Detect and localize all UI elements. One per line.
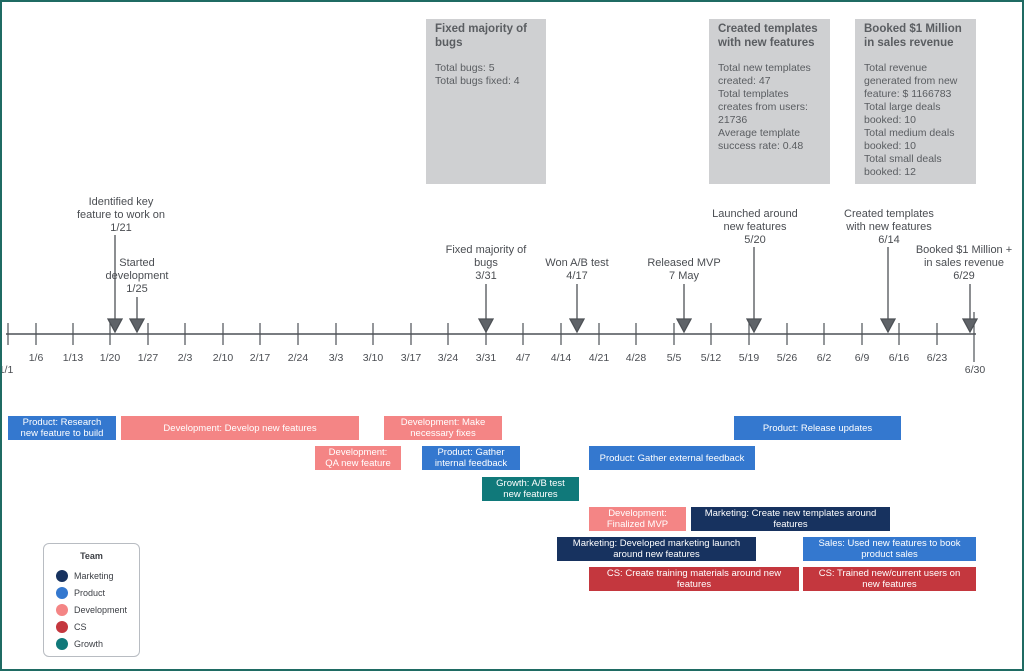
milestone-arrow-head	[106, 318, 124, 334]
milestone-arrow-head	[745, 318, 763, 334]
tick-label: 6/9	[854, 352, 870, 364]
legend-dot	[56, 587, 68, 599]
task-bar[interactable]: Marketing: Developed marketing launch ar…	[557, 537, 756, 561]
milestone-arrow-head	[477, 318, 495, 334]
tick-label: 6/16	[888, 352, 910, 364]
task-bar[interactable]: Development: Make necessary fixes	[384, 416, 502, 440]
legend-dot	[56, 621, 68, 633]
tick-label: 2/24	[287, 352, 309, 364]
task-bar[interactable]: Product: Release updates	[734, 416, 901, 440]
milestone-arrow-head	[675, 318, 693, 334]
task-bar[interactable]: Growth: A/B test new features	[482, 477, 579, 501]
tick-label: 1/20	[99, 352, 121, 364]
tick-label: 6/23	[926, 352, 948, 364]
task-bar[interactable]: CS: Trained new/current users on new fea…	[803, 567, 976, 591]
legend-label: Development	[74, 605, 128, 615]
tick-label: 3/31	[475, 352, 497, 364]
task-bar[interactable]: Product: Research new feature to build	[8, 416, 116, 440]
legend-item: CS	[56, 620, 87, 634]
legend-dot	[56, 638, 68, 650]
task-bar[interactable]: Development: QA new feature	[315, 446, 401, 470]
legend-item: Product	[56, 586, 105, 600]
tick-label: 1/1	[0, 364, 14, 376]
milestone-label: Started development 1/25	[105, 257, 169, 295]
milestone-arrow-head	[879, 318, 897, 334]
tick-label: 2/3	[177, 352, 193, 364]
legend-label: Marketing	[74, 571, 114, 581]
team-legend: Team Marketing Product Development CS Gr…	[43, 543, 140, 657]
tick-label: 4/28	[625, 352, 647, 364]
legend-dot	[56, 570, 68, 582]
legend-label: CS	[74, 622, 87, 632]
task-bar[interactable]: Product: Gather internal feedback	[422, 446, 520, 470]
tick-label: 6/30	[964, 364, 986, 376]
timeline-axis	[6, 235, 979, 362]
legend-dot	[56, 604, 68, 616]
milestone-label: Created templates with new features 6/14	[844, 208, 934, 246]
task-bar[interactable]: Development: Finalized MVP	[589, 507, 686, 531]
legend-item: Development	[56, 603, 127, 617]
note-title: Booked $1 Million in sales revenue	[864, 23, 962, 49]
tick-label: 3/10	[362, 352, 384, 364]
task-bar[interactable]: Development: Develop new features	[121, 416, 359, 440]
tick-label: 4/7	[515, 352, 531, 364]
tick-label: 4/21	[588, 352, 610, 364]
milestone-label: Fixed majority of bugs 3/31	[445, 244, 527, 282]
tick-label: 3/17	[400, 352, 422, 364]
milestone-label: Identified key feature to work on 1/21	[76, 196, 166, 234]
tick-label: 1/27	[137, 352, 159, 364]
milestone-label: Launched around new features 5/20	[712, 208, 798, 246]
tick-label: 5/19	[738, 352, 760, 364]
tick-label: 3/24	[437, 352, 459, 364]
task-bar[interactable]: CS: Create training materials around new…	[589, 567, 799, 591]
milestone-arrow-head	[568, 318, 586, 334]
tick-label: 5/26	[776, 352, 798, 364]
note-body: Total revenue generated from new feature…	[864, 62, 958, 178]
note-title: Created templates with new features	[718, 23, 818, 49]
tick-label: 2/17	[249, 352, 271, 364]
milestone-label: Booked $1 Million + in sales revenue 6/2…	[915, 244, 1013, 282]
tick-label: 5/5	[666, 352, 682, 364]
milestone-label: Won A/B test 4/17	[545, 257, 609, 282]
tick-label: 2/10	[212, 352, 234, 364]
note-title: Fixed majority of bugs	[435, 23, 528, 49]
note-bugs-fixed: Fixed majority of bugs Total bugs: 5 Tot…	[426, 19, 546, 184]
milestone-arrow-head	[128, 318, 146, 334]
legend-title: Team	[80, 551, 103, 561]
milestone-label: Released MVP 7 May	[647, 257, 721, 282]
note-body: Total new templates created: 47 Total te…	[718, 62, 811, 152]
legend-label: Product	[74, 588, 106, 598]
milestone-arrows	[106, 235, 979, 334]
note-body: Total bugs: 5 Total bugs fixed: 4	[435, 62, 520, 87]
legend-item: Growth	[56, 637, 103, 651]
milestone-arrow-head	[961, 318, 979, 334]
note-templates: Created templates with new features Tota…	[709, 19, 830, 184]
task-bar[interactable]: Marketing: Create new templates around f…	[691, 507, 890, 531]
legend-item: Marketing	[56, 569, 114, 583]
tick-label: 3/3	[328, 352, 344, 364]
tick-label: 1/13	[62, 352, 84, 364]
task-bar[interactable]: Product: Gather external feedback	[589, 446, 755, 470]
tick-label: 6/2	[816, 352, 832, 364]
legend-label: Growth	[74, 639, 104, 649]
task-bar[interactable]: Sales: Used new features to book product…	[803, 537, 976, 561]
tick-label: 1/6	[28, 352, 44, 364]
tick-label: 4/14	[550, 352, 572, 364]
tick-label: 5/12	[700, 352, 722, 364]
note-sales-revenue: Booked $1 Million in sales revenue Total…	[855, 19, 976, 184]
